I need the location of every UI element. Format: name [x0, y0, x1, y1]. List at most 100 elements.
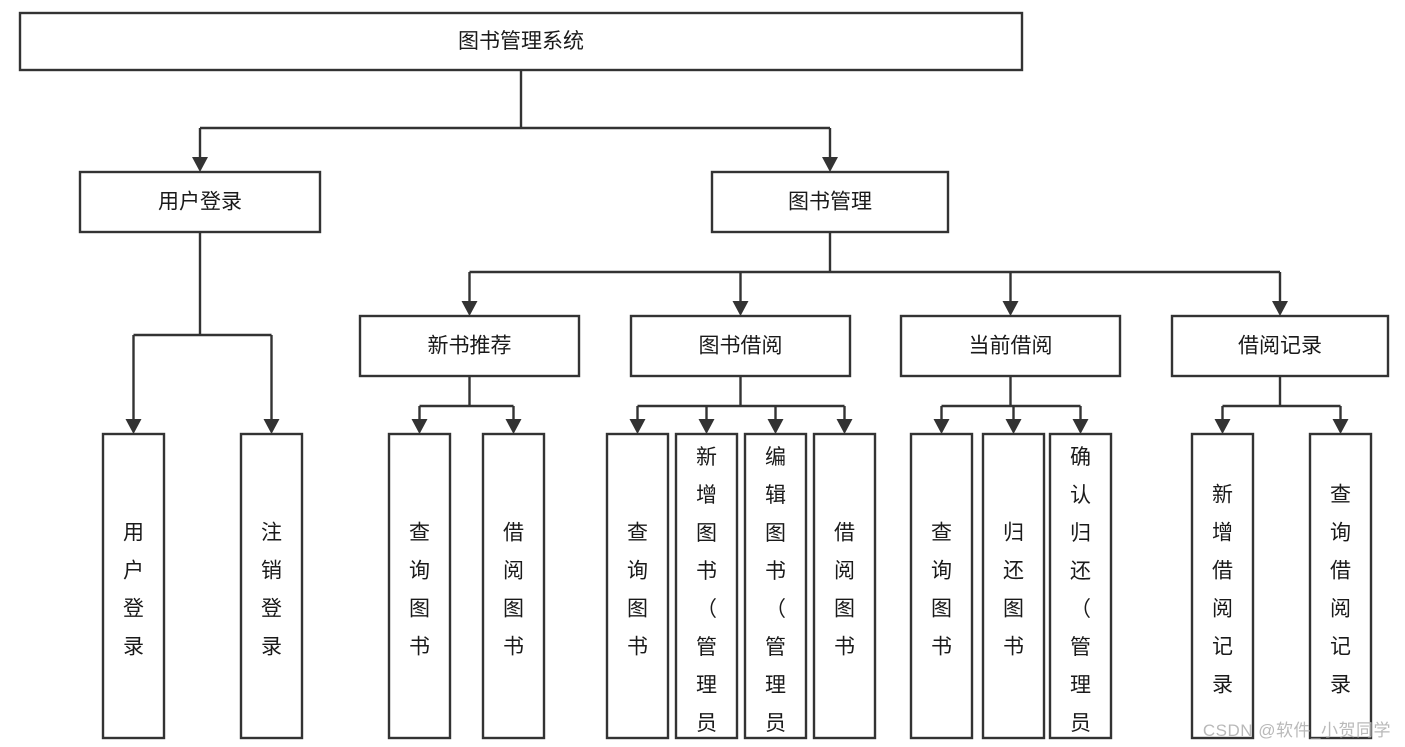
node-box — [18, 11, 1024, 72]
node-root-图书管理系统[interactable]: 图书管理系统 — [18, 11, 1024, 72]
arrow-head-icon — [698, 419, 715, 434]
arrow-head-icon — [411, 419, 428, 434]
connector-arrow — [732, 272, 749, 316]
arrow-head-icon — [836, 419, 853, 434]
connector-arrow — [1002, 272, 1019, 316]
node-box — [481, 432, 546, 740]
arrow-head-icon — [1002, 301, 1019, 316]
node-leaf-借阅图书[interactable]: 借阅图书 — [481, 432, 546, 740]
node-level2-图书管理[interactable]: 图书管理 — [710, 170, 950, 234]
node-box — [629, 314, 852, 378]
arrow-head-icon — [767, 419, 784, 434]
connector-arrow — [1332, 406, 1349, 434]
arrow-head-icon — [263, 419, 280, 434]
node-box — [1190, 432, 1255, 740]
node-leaf-查询图书[interactable]: 查询图书 — [909, 432, 974, 740]
connector-layer — [125, 70, 1349, 434]
node-box — [743, 432, 808, 740]
node-box — [605, 432, 670, 740]
node-label: 查询图书 — [627, 522, 648, 659]
node-level3-图书借阅[interactable]: 图书借阅 — [629, 314, 852, 378]
connector-arrow — [505, 406, 522, 434]
arrow-head-icon — [192, 157, 208, 172]
arrow-head-icon — [1332, 419, 1349, 434]
node-label: 图书借阅 — [699, 335, 783, 358]
connector-arrow — [461, 272, 478, 316]
node-label: 用户登录 — [123, 522, 144, 659]
connector-arrow — [1272, 272, 1288, 316]
node-label: 当前借阅 — [969, 335, 1053, 358]
node-box — [909, 432, 974, 740]
arrow-head-icon — [629, 419, 646, 434]
node-leaf-新增借阅记录[interactable]: 新增借阅记录 — [1190, 432, 1255, 740]
node-leaf-用户登录[interactable]: 用户登录 — [101, 432, 166, 740]
connector-arrow — [1005, 406, 1022, 434]
node-layer: 图书管理系统用户登录图书管理新书推荐图书借阅当前借阅借阅记录用户登录注销登录查询… — [18, 11, 1390, 747]
node-label: 新增图书（管理员） — [696, 446, 717, 747]
node-label: 用户登录 — [158, 191, 242, 214]
node-label: 图书管理 — [788, 191, 872, 214]
connector-arrow — [1072, 406, 1089, 434]
node-label: 新书推荐 — [428, 335, 512, 358]
node-box — [387, 432, 452, 740]
node-box — [78, 170, 322, 234]
arrow-head-icon — [1072, 419, 1089, 434]
arrow-head-icon — [732, 301, 749, 316]
connector-arrow — [933, 406, 950, 434]
node-level3-新书推荐[interactable]: 新书推荐 — [358, 314, 581, 378]
node-leaf-新增图书管理员[interactable]: 新增图书（管理员） — [674, 432, 739, 747]
node-leaf-注销登录[interactable]: 注销登录 — [239, 432, 304, 740]
node-box — [1308, 432, 1373, 740]
arrow-head-icon — [933, 419, 950, 434]
node-box — [1170, 314, 1390, 378]
node-label: 归还图书 — [1003, 522, 1024, 659]
node-label: 新增借阅记录 — [1212, 484, 1233, 697]
connector-arrow — [629, 406, 646, 434]
node-label: 借阅记录 — [1238, 335, 1322, 358]
node-leaf-查询借阅记录[interactable]: 查询借阅记录 — [1308, 432, 1373, 740]
connector-arrow — [698, 406, 715, 434]
node-leaf-归还图书[interactable]: 归还图书 — [981, 432, 1046, 740]
arrow-head-icon — [1214, 419, 1231, 434]
node-box — [239, 432, 304, 740]
node-label: 借阅图书 — [834, 522, 855, 659]
node-label: 注销登录 — [261, 522, 282, 659]
node-level3-当前借阅[interactable]: 当前借阅 — [899, 314, 1122, 378]
watermark-text: CSDN @软件_小贺同学 — [1202, 721, 1391, 740]
node-box — [812, 432, 877, 740]
connector-arrow — [411, 406, 428, 434]
node-label: 借阅图书 — [503, 522, 524, 659]
node-label: 确认归还（管理员） — [1070, 446, 1091, 747]
node-level3-借阅记录[interactable]: 借阅记录 — [1170, 314, 1390, 378]
arrow-head-icon — [1272, 301, 1288, 316]
node-leaf-编辑图书管理员[interactable]: 编辑图书（管理员） — [743, 432, 808, 747]
arrow-head-icon — [125, 419, 142, 434]
node-leaf-确认归还管理员[interactable]: 确认归还（管理员） — [1048, 432, 1113, 747]
arrow-head-icon — [822, 157, 838, 172]
arrow-head-icon — [1005, 419, 1022, 434]
node-leaf-查询图书[interactable]: 查询图书 — [387, 432, 452, 740]
node-box — [101, 432, 166, 740]
node-box — [674, 432, 739, 740]
connector-arrow — [125, 335, 142, 434]
node-label: 图书管理系统 — [458, 30, 584, 53]
connector-arrow — [767, 406, 784, 434]
node-box — [710, 170, 950, 234]
arrow-head-icon — [461, 301, 478, 316]
node-label: 编辑图书（管理员） — [765, 446, 786, 747]
node-leaf-查询图书[interactable]: 查询图书 — [605, 432, 670, 740]
node-level2-用户登录[interactable]: 用户登录 — [78, 170, 322, 234]
node-label: 查询图书 — [409, 522, 430, 659]
connector-arrow — [836, 406, 853, 434]
connector-arrow — [192, 128, 208, 172]
node-box — [358, 314, 581, 378]
node-box — [899, 314, 1122, 378]
node-box — [981, 432, 1046, 740]
node-label: 查询图书 — [931, 522, 952, 659]
node-leaf-借阅图书[interactable]: 借阅图书 — [812, 432, 877, 740]
arrow-head-icon — [505, 419, 522, 434]
connector-arrow — [822, 128, 838, 172]
connector-arrow — [1214, 406, 1231, 434]
